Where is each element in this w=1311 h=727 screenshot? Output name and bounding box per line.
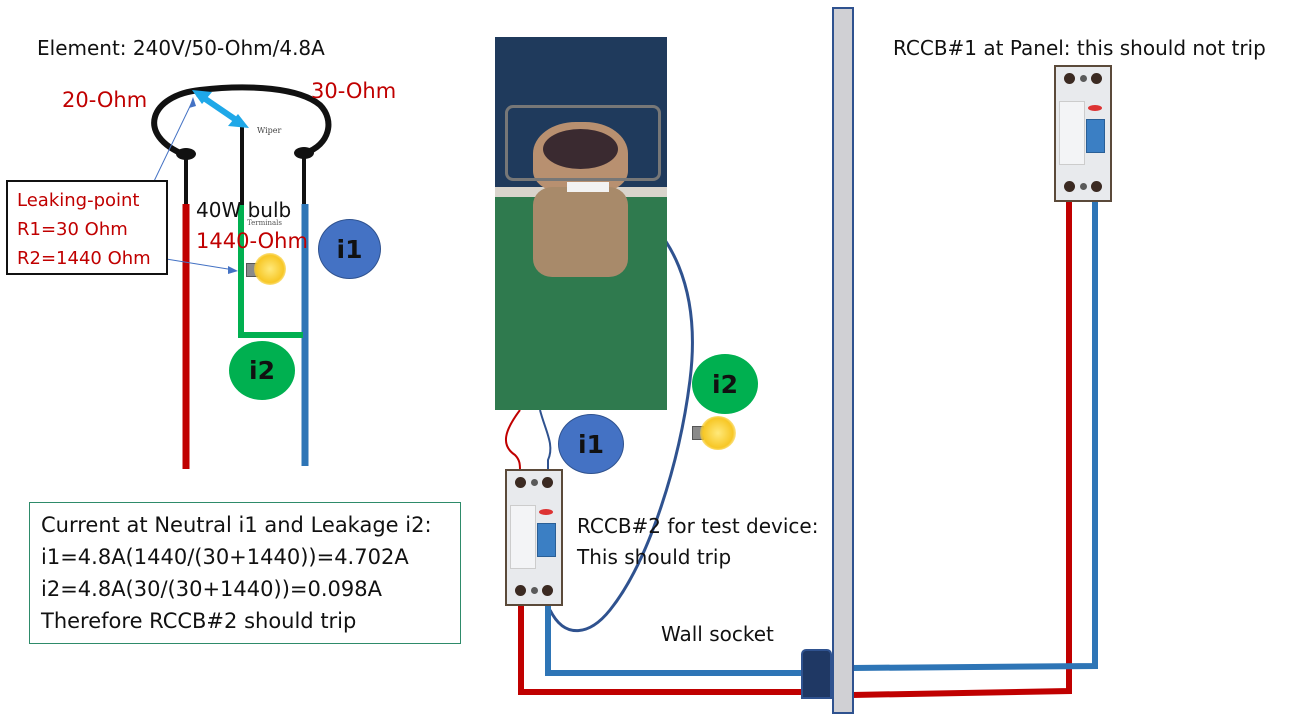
rccb2-label-line2: This should trip — [577, 545, 732, 569]
rccb2-breaker — [505, 469, 563, 606]
label-20-ohm: 20-Ohm — [62, 88, 148, 112]
badge-i1-middle: i1 — [558, 414, 624, 474]
wiper-arrowhead-bottom — [228, 114, 249, 128]
live-wire-panel — [851, 200, 1072, 698]
neutral-wire-socket — [545, 606, 804, 676]
terminals-label: Terminals — [247, 219, 283, 227]
photo-blue-lead — [539, 409, 552, 470]
bulb-icon — [246, 251, 294, 287]
pointer-r2 — [159, 257, 235, 271]
leaking-point-box: Leaking-point R1=30 Ohm R2=1440 Ohm — [6, 180, 168, 275]
wiper-arrowhead-top — [192, 90, 212, 104]
leak-return-wire — [548, 188, 694, 633]
pointer-r2-head — [228, 266, 238, 274]
calc-line-2: i1=4.8A(1440/(30+1440))=4.702A — [41, 545, 409, 569]
heating-element-coil — [151, 84, 332, 158]
wall-socket — [801, 649, 832, 699]
label-30-ohm: 30-Ohm — [311, 79, 397, 103]
rccb1-label: RCCB#1 at Panel: this should not trip — [893, 36, 1266, 60]
rccb1-toggle — [1086, 119, 1105, 153]
leak-line-3: R2=1440 Ohm — [17, 248, 151, 269]
badge-i2-middle: i2 — [692, 354, 758, 414]
test-device-photo — [495, 37, 667, 410]
neutral-wire-panel — [851, 200, 1098, 671]
wall — [832, 7, 854, 714]
terminal-right — [294, 147, 314, 159]
wall-socket-label: Wall socket — [661, 622, 774, 646]
rccb2-toggle — [537, 523, 556, 557]
wiper-label: Wiper — [257, 126, 282, 135]
calculation-box: Current at Neutral i1 and Leakage i2: i1… — [29, 502, 461, 644]
photo-red-lead — [505, 409, 521, 471]
element-title: Element: 240V/50-Ohm/4.8A — [37, 36, 325, 60]
rccb2-label-line1: RCCB#2 for test device: — [577, 514, 819, 538]
bulb-label: 40W bulb — [196, 198, 292, 222]
leak-line-1: Leaking-point — [17, 190, 140, 211]
calc-line-4: Therefore RCCB#2 should trip — [41, 609, 357, 633]
terminal-left — [176, 148, 196, 160]
calc-line-1: Current at Neutral i1 and Leakage i2: — [41, 513, 432, 537]
bulb-resistance-label: 1440-Ohm — [196, 229, 308, 253]
rccb1-breaker — [1054, 65, 1112, 202]
badge-i2-left: i2 — [229, 341, 295, 400]
pointer-r1-head — [189, 97, 196, 108]
leak-line-2: R1=30 Ohm — [17, 219, 128, 240]
badge-i1-left: i1 — [318, 219, 381, 279]
calc-line-3: i2=4.8A(30/(30+1440))=0.098A — [41, 577, 382, 601]
leak-wire-left — [238, 205, 303, 338]
live-wire-socket — [518, 606, 804, 695]
bulb-icon-middle — [692, 414, 748, 452]
